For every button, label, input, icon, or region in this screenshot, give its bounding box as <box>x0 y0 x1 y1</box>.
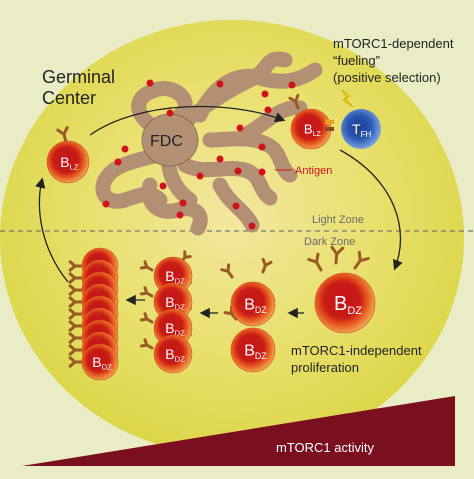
bcr-receptor-icon <box>139 338 154 350</box>
fueling-line3: (positive selection) <box>333 70 441 85</box>
proliferation-line2: proliferation <box>291 360 359 375</box>
signal-lightning-icon <box>341 89 354 108</box>
title-line2: Center <box>42 88 96 108</box>
bcr-receptor-icon <box>68 332 84 344</box>
b-cell-dz-col4-9: BDZ <box>81 343 119 381</box>
synapse-bar-bottom <box>325 127 334 131</box>
bcr-receptor-icon <box>68 284 84 296</box>
bcr-receptor-icon <box>261 257 273 274</box>
antigen-dots <box>102 79 296 230</box>
proliferation-arrows <box>125 294 304 319</box>
light-zone-label: Light Zone <box>312 214 364 226</box>
bcr-receptor-icon <box>288 93 300 110</box>
synapse-bar-top <box>325 120 334 124</box>
bcr-receptor-icon <box>56 126 69 144</box>
bcr-receptor-icon <box>68 296 84 308</box>
bcr-receptor-icon <box>139 260 154 272</box>
bcr-receptor-icon <box>139 286 154 298</box>
proliferation-line1: mTORC1-independent <box>291 343 422 358</box>
bcr-receptor-icon <box>68 272 84 284</box>
b-cell-dz-col2-bottom: BDZ <box>230 327 276 373</box>
bcr-receptor-icon <box>68 320 84 332</box>
b-cell-lz-selected: BLZ <box>290 108 332 150</box>
cycle-arrows <box>35 105 403 283</box>
title-line1: Germinal <box>42 67 115 87</box>
bcr-receptor-icon <box>68 356 84 368</box>
fdc-label: FDC <box>150 133 183 150</box>
dark-zone-label: Dark Zone <box>304 236 355 248</box>
bcr-receptor-icon <box>139 312 154 324</box>
b-cell-lz-left: BLZ <box>46 140 90 184</box>
bcr-receptor-icon <box>353 250 370 270</box>
b-cell-dz-col3-4: BDZ <box>153 334 193 374</box>
tfh-cell <box>341 109 381 149</box>
mtorc1-activity-bar <box>22 396 455 466</box>
bcr-receptor-icon <box>68 308 84 320</box>
b-cell-dz-large: BDZ <box>314 272 376 334</box>
fdc-cell-body <box>142 114 198 166</box>
mtorc1-activity-label: mTORC1 activity <box>276 440 374 455</box>
bcr-receptor-icon <box>220 263 234 279</box>
bcr-receptor-icon <box>68 344 84 356</box>
bcr-receptor-icon <box>307 252 323 272</box>
bcr-receptor-icon <box>330 245 345 265</box>
b-cell-dz-col2-top: BDZ <box>230 281 276 327</box>
fueling-line2: “fueling” <box>333 53 380 68</box>
antigen-label: Antigen <box>295 165 332 177</box>
fueling-line1: mTORC1-dependent <box>333 36 454 51</box>
bcr-receptor-icon <box>68 260 84 272</box>
